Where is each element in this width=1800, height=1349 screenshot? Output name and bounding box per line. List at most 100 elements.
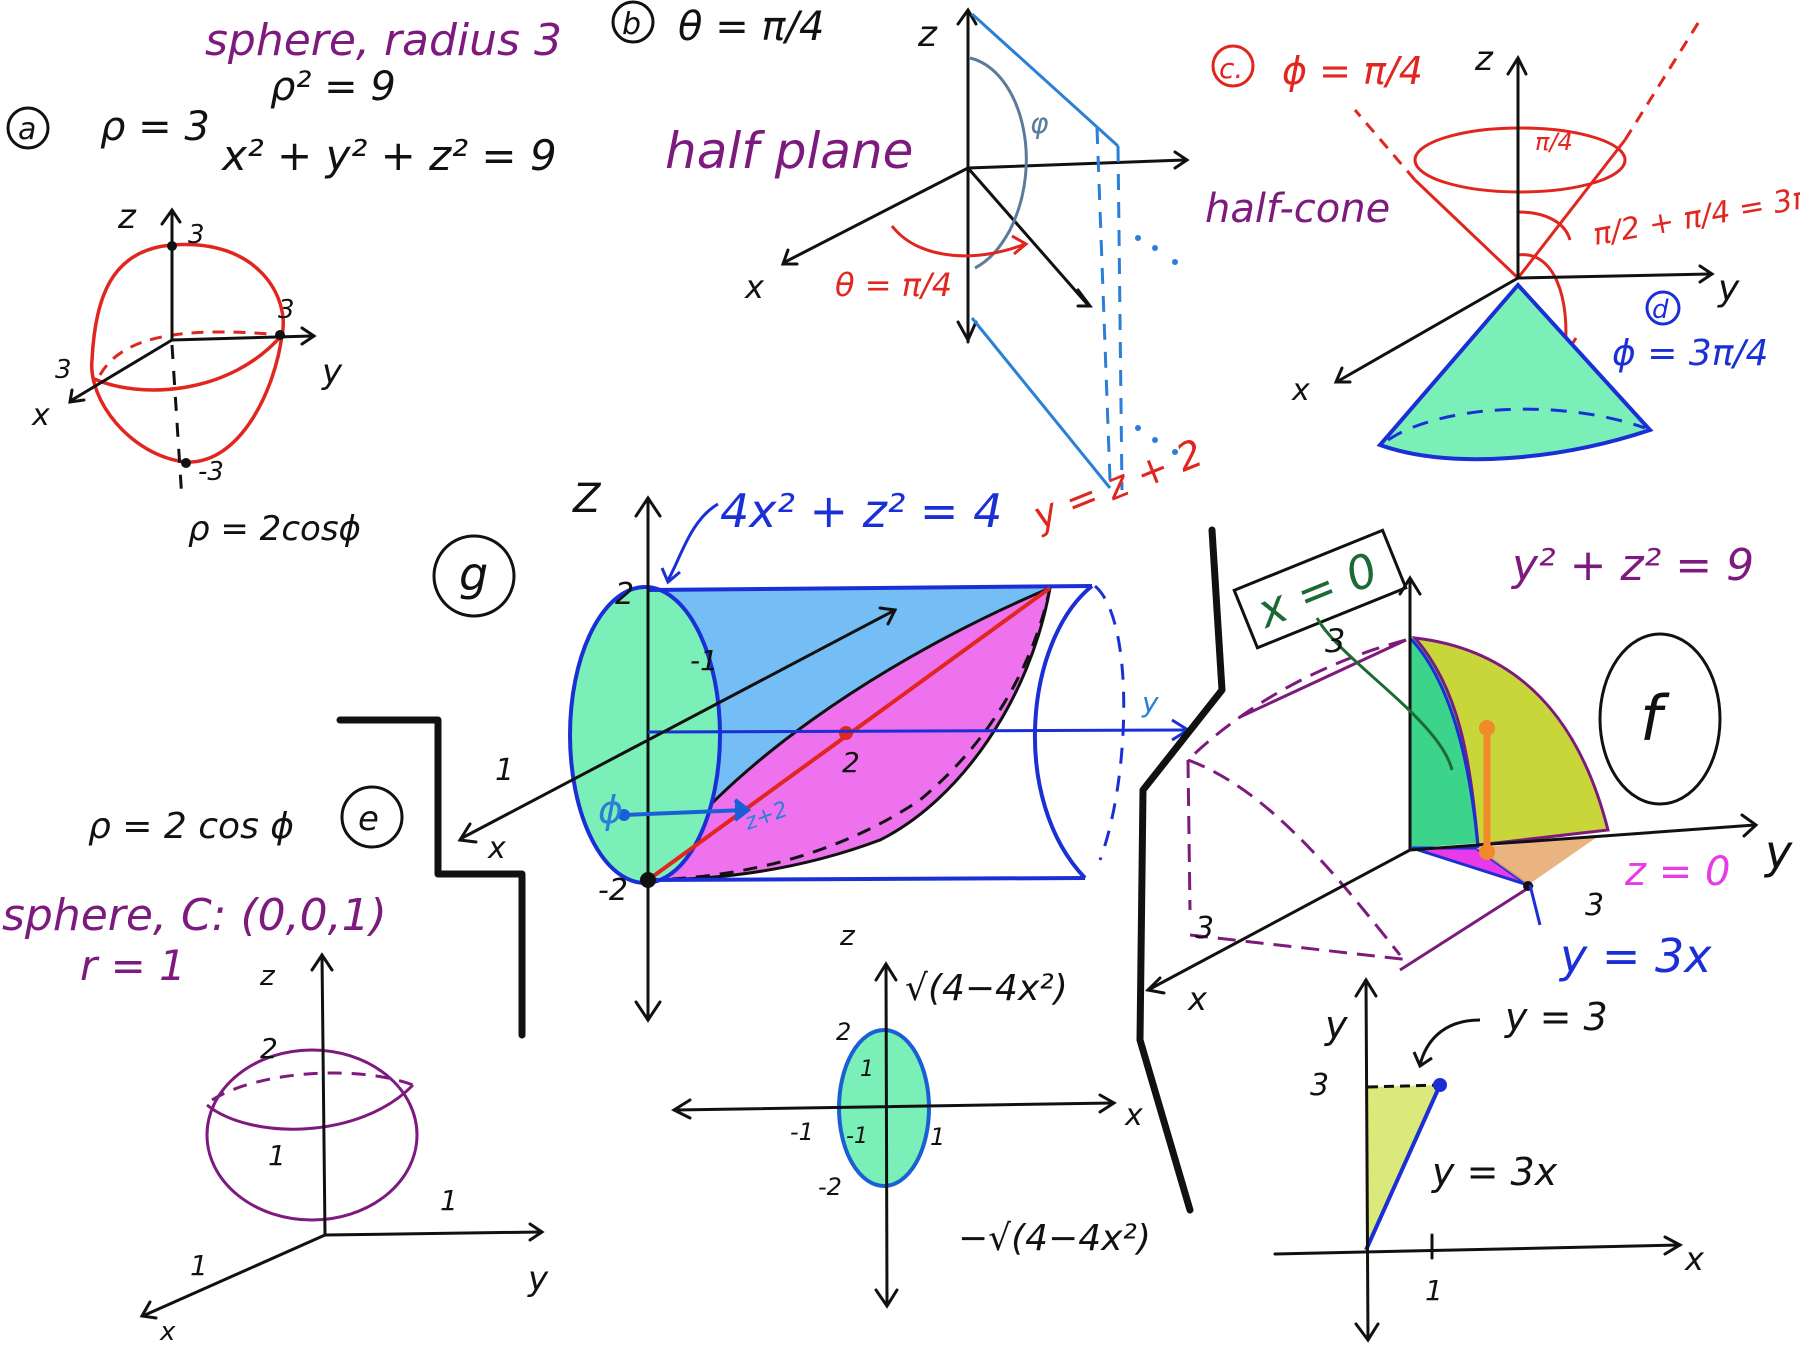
part-e-badge-label: e	[358, 799, 379, 839]
x-axis	[460, 608, 897, 840]
x-label: x	[1684, 1240, 1705, 1278]
lower-bound-label: −√(4−4x²)	[958, 1218, 1151, 1259]
cylinder-equation: 4x² + z² = 4	[720, 484, 1002, 538]
sphere-radius-note: sphere, radius 3	[205, 15, 562, 66]
half-plane-dash-2	[1116, 145, 1124, 491]
part-b-badge	[611, 0, 655, 44]
x-equals-zero-box	[1232, 528, 1408, 650]
y-axis	[323, 1230, 542, 1237]
tick-xneg1: -1	[790, 1118, 814, 1146]
tick-z2: 2	[615, 577, 634, 612]
x-axis	[1273, 1243, 1682, 1256]
part-f: x = 0 y² + z² = 9 f y x 3 3	[1144, 528, 1793, 1018]
sphere-equator-back	[98, 330, 283, 376]
half-plane-label: half plane	[665, 122, 913, 180]
part-d: d ϕ = 3π/4	[1376, 281, 1768, 462]
theta-label: θ = π/4	[835, 266, 952, 304]
y-axis	[1516, 272, 1712, 280]
tick-y3: 3	[278, 295, 295, 325]
y-axis	[966, 158, 1187, 170]
theta-arc	[890, 225, 1026, 258]
y-axis	[1408, 823, 1757, 852]
x-label: x	[744, 268, 765, 306]
z-axis	[884, 963, 889, 1307]
part-d-equation: ϕ = 3π/4	[1612, 333, 1768, 374]
z-arrow-icon	[160, 207, 182, 226]
x-label: x	[159, 1317, 176, 1347]
y-equals-3x-label: y = 3x	[1431, 1150, 1558, 1194]
phi-label: ϕ	[598, 788, 623, 832]
tick-y3: 3	[1310, 1068, 1329, 1103]
half-plane-top-edge	[970, 12, 1120, 148]
x-axis	[70, 338, 174, 402]
x-axis	[1338, 276, 1520, 382]
three-pi-over-four-arc	[1517, 253, 1568, 351]
tick-x1: 1	[495, 753, 514, 788]
part-e: ρ = 2 cos ϕ e sphere, C: (0,0,1) r = 1 z…	[2, 785, 549, 1347]
y-label: y	[1763, 825, 1793, 879]
cone-lines	[1413, 139, 1627, 280]
tick-zneg2: -2	[598, 873, 628, 908]
part-e-equation: ρ = 2 cos ϕ	[88, 806, 294, 847]
y-equals-3x-label: y = 3x	[1558, 929, 1712, 983]
tick-y3: 3	[1585, 888, 1604, 923]
part-d-badge-label: d	[1652, 295, 1669, 325]
part-e-badge	[340, 785, 404, 849]
y-equals-3-label: y = 3	[1504, 995, 1608, 1039]
point-zneg3	[181, 458, 191, 468]
tick-z1: 1	[268, 1139, 286, 1172]
divider-right	[1136, 526, 1226, 1214]
part-c-badge-label: c.	[1219, 52, 1243, 85]
y-label: y	[1717, 268, 1740, 309]
part-b: b θ = π/4 half plane z x φ θ = π/4	[611, 0, 1190, 491]
part-c-equation: ϕ = π/4	[1282, 49, 1423, 93]
x-label: x	[1291, 373, 1310, 408]
z-axis-hidden	[170, 344, 184, 501]
half-cone-label: half-cone	[1205, 186, 1390, 232]
cylinder-equation: y² + z² = 9	[1510, 540, 1754, 591]
cone-rim	[1413, 126, 1627, 194]
tick-y2: 2	[842, 746, 860, 779]
point-z3	[167, 241, 177, 251]
angle-sum-label: π/2 + π/4 = 3π/4	[1590, 175, 1800, 253]
part-a-badge-label: a	[18, 112, 36, 147]
tick-z2: 2	[260, 1032, 278, 1065]
tick-z2: 2	[836, 1018, 851, 1046]
z-equals-zero-label: z = 0	[1624, 849, 1730, 895]
rho-2cos-note: ρ = 2cosϕ	[188, 509, 361, 549]
tick-z1: 1	[860, 1057, 874, 1082]
tick-x1: 1	[190, 1249, 208, 1282]
phi-label: φ	[1030, 107, 1049, 140]
radius-note: r = 1	[80, 941, 186, 990]
plane-equation: y = z + 2	[1026, 431, 1209, 539]
part-c-badge	[1211, 44, 1255, 88]
pi-over-four-label: π/4	[1535, 128, 1573, 156]
part-f-badge-label: f	[1640, 682, 1670, 755]
tick-z3: 3	[188, 220, 205, 250]
z-axis	[320, 953, 327, 1237]
half-plane-dash-1	[1095, 127, 1112, 481]
part-a: a ρ = 3 x² + y² + z² = 9 z y x 3 3 3 -3 …	[6, 104, 557, 549]
x-arrow-icon	[68, 388, 86, 404]
x-label: x	[1187, 980, 1208, 1018]
part-c: c. ϕ = π/4 half-cone π/4 π/2 + π/4 = 3π/…	[1205, 19, 1800, 408]
part-g-badge	[432, 534, 516, 618]
x-axis	[143, 1233, 327, 1317]
part-d-badge	[1645, 290, 1681, 326]
x-axis	[783, 166, 970, 264]
y-label: y	[1324, 1003, 1348, 1047]
z-label: z	[1474, 39, 1494, 79]
y-axis	[170, 334, 314, 342]
y-axis	[1364, 978, 1370, 1342]
tick-x3: 3	[1195, 911, 1214, 946]
part-a-badge	[6, 106, 50, 150]
x-axis	[1146, 848, 1412, 992]
x-axis	[673, 1101, 1115, 1112]
y-label: y	[321, 352, 343, 392]
part-g-2d: z x √(4−4x²) −√(4−4x²) 2 1 -1 -2 -1 1	[670, 919, 1151, 1309]
sphere-center-note: sphere, C: (0,0,1)	[2, 890, 387, 941]
part-b-equation: θ = π/4	[678, 4, 824, 50]
tick-x1: 1	[1425, 1274, 1443, 1307]
lower-cone	[1376, 281, 1654, 462]
